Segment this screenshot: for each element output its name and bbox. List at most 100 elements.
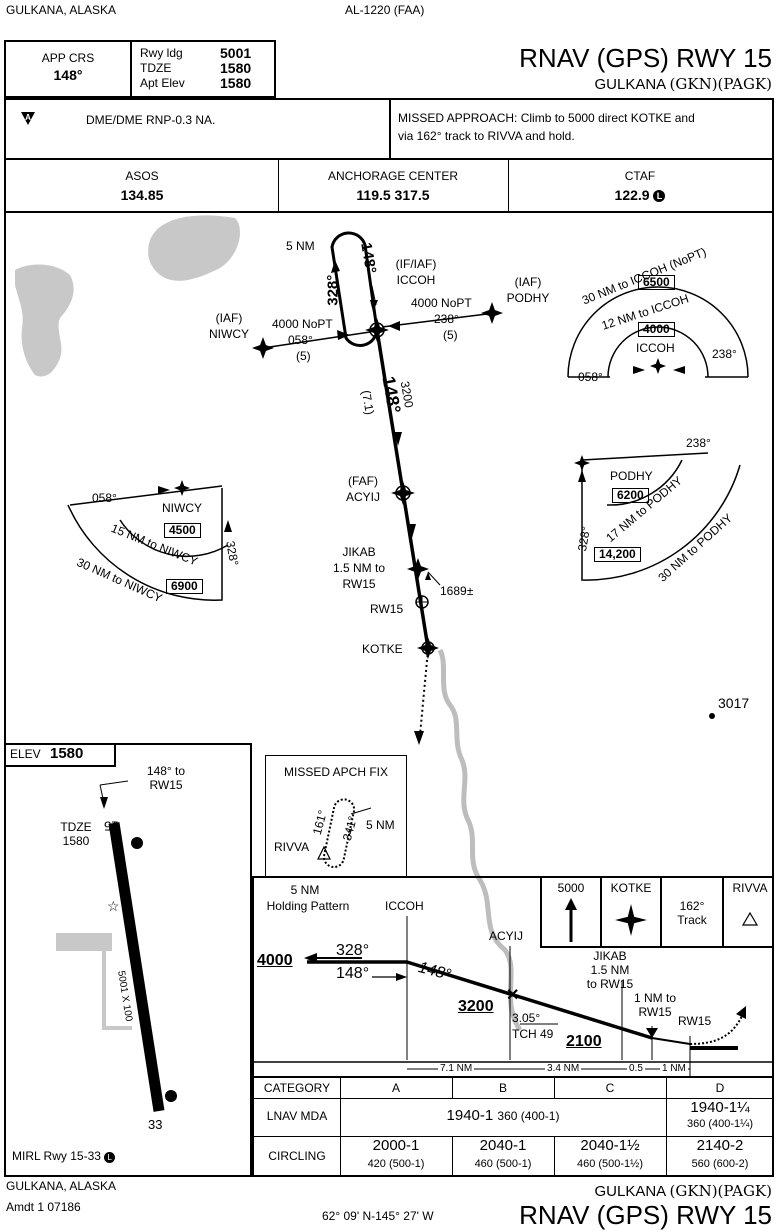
category-d: D <box>715 1081 725 1095</box>
spot-elevation: 3017 <box>718 695 750 711</box>
kotke-fix-symbol <box>417 637 439 659</box>
profile-course-out: 328° <box>336 942 370 959</box>
profile-graphics: ✕ <box>252 916 774 1076</box>
ctaf-freq-line: 122.9 L <box>508 187 772 203</box>
minimums-table: CATEGORY A B C D LNAV MDA 1940-1 360 (40… <box>252 1076 774 1177</box>
iccoh-role: (IF/IAF) <box>395 257 437 271</box>
lighting-line: MIRL Rwy 15-33 L <box>12 1149 116 1163</box>
spot-elevation-dot <box>709 713 715 719</box>
lighting-icon: L <box>104 1152 116 1163</box>
profile-alt-2100: 2100 <box>566 1033 602 1050</box>
restriction-note: DME/DME RNP-0.3 NA. <box>86 113 216 127</box>
rwy-ldg-value: 5001 <box>220 45 252 61</box>
profile-view <box>252 876 774 1076</box>
circling-d-main: 2140-2 <box>696 1137 744 1154</box>
app-crs-value: 148° <box>53 67 83 83</box>
center-freq: 119.5 317.5 <box>356 187 430 203</box>
taa-podhy-outer <box>581 460 741 581</box>
profile-iccoh: ICCOH <box>385 899 424 913</box>
missed-approach-line2: via 162° track to RIVVA and hold. <box>398 129 575 143</box>
niwcy-name: NIWCY <box>209 327 249 341</box>
airport-name-line: GULKANA (GKN)(PAGK) <box>594 76 772 94</box>
river-line <box>437 648 523 1032</box>
jikab-name: JIKAB <box>342 545 376 559</box>
podhy-role: (IAF) <box>514 275 542 289</box>
airport-ids: (GKN)(PAGK) <box>669 75 772 93</box>
taa-podhy-inner <box>606 459 683 506</box>
missed-hold-graphic <box>317 798 372 868</box>
podhy-leg <box>381 312 496 328</box>
climb-arrow-icon <box>565 898 577 942</box>
profile-jikab-1: JIKAB <box>593 949 627 963</box>
procedure-title: RNAV (GPS) RWY 15 <box>519 43 772 73</box>
taa-iccoh-left-bearing: 058° <box>578 370 603 384</box>
apt-elev-label: Apt Elev <box>140 76 185 90</box>
ma-track-1: 162° <box>679 899 705 913</box>
airport-diagram: ELEV 1580 148° to RW15 TDZE 1580 MIRL Rw… <box>4 743 252 1177</box>
circling-label: CIRCLING <box>268 1149 326 1163</box>
footer-airport-ids: (GKN)(PAGK) <box>669 1182 772 1200</box>
airport-name: GULKANA <box>594 76 666 93</box>
profile-seg-2: 3.4 NM <box>545 1063 582 1074</box>
taa-iccoh-fix <box>650 358 666 374</box>
profile-rw15: RW15 <box>678 1014 712 1028</box>
runway-threshold-symbol <box>415 595 429 609</box>
taa-iccoh-fix-name: ICCOH <box>636 341 675 355</box>
runway-end-label-bottom: 33 <box>148 1117 163 1132</box>
acyij-fix-symbol <box>391 481 415 505</box>
acyij-role: (FAF) <box>348 474 378 488</box>
svg-text:A: A <box>25 113 31 122</box>
jikab-distance-1: 1.5 NM to <box>332 561 386 575</box>
hold-outbound-course: 328° <box>324 274 342 306</box>
profile-hold-label-2: Holding Pattern <box>266 899 350 913</box>
podhy-name: PODHY <box>506 291 550 305</box>
footer-coordinates: 62° 09' N-145° 27' W <box>322 1209 434 1223</box>
svg-text:✕: ✕ <box>506 987 519 1004</box>
taa-podhy-fix <box>574 455 590 471</box>
profile-hold-label-1: 5 NM <box>290 883 320 897</box>
taa-niwcy-fix <box>174 480 190 496</box>
runway-threshold-label: RW15 <box>370 602 404 616</box>
circling-c-main: 2040-1½ <box>580 1137 640 1154</box>
niwcy-leg <box>262 331 371 349</box>
lnav-abc-sub: 360 (400-1) <box>497 1109 560 1123</box>
apt-elev-value: 1580 <box>220 75 252 91</box>
circling-c-sub: 460 (500-1½) <box>576 1158 644 1170</box>
diagram-course-label-1: 148° to <box>146 764 186 778</box>
taa-iccoh-right-bearing: 238° <box>712 347 737 361</box>
lnav-d-main: 1940-1¼ <box>690 1099 750 1116</box>
water-body-shape <box>15 264 74 377</box>
lnav-abc-line: 1940-1 360 (400-1) <box>340 1107 666 1125</box>
profile-course-in: 148° <box>336 965 370 982</box>
ma-track-2: Track <box>677 913 707 927</box>
podhy-leg-altitude: 4000 NoPT <box>411 296 472 310</box>
elev-value: 1580 <box>50 745 84 762</box>
acyij-name: ACYIJ <box>345 490 380 504</box>
jikab-distance-2: RW15 <box>342 577 376 591</box>
holding-fix-triangle-icon <box>742 912 758 926</box>
footer-airport-line: GULKANA (GKN)(PAGK) <box>594 1183 772 1201</box>
profile-seg-1: 7.1 NM <box>438 1063 475 1074</box>
circling-d-sub: 560 (600-2) <box>691 1158 749 1170</box>
category-b: B <box>498 1081 507 1095</box>
missed-apch-fix-inset: MISSED APCH FIX 5 NM RIVVA 161° 341° <box>265 755 407 877</box>
rwy-ldg-label: Rwy ldg <box>140 46 183 60</box>
podhy-leg-course: 238° <box>434 312 459 326</box>
taa-iccoh-inner-alt: 4000 <box>638 322 675 338</box>
plan-view-frame <box>4 211 774 1177</box>
profile-alt-3200: 3200 <box>458 998 494 1015</box>
ctaf-freq: 122.9 <box>614 187 650 203</box>
missed-fix-name: RIVVA <box>274 840 310 854</box>
taa-iccoh-outer-alt: 6500 <box>638 275 675 291</box>
holding-pattern <box>330 231 379 347</box>
niwcy-leg-course: 058° <box>288 333 313 347</box>
circling-b-sub: 460 (500-1) <box>474 1158 532 1170</box>
taa-niwcy-inner <box>119 519 229 558</box>
asos-label: ASOS <box>125 169 159 183</box>
taa-podhy-outer-alt: 14,200 <box>594 547 641 563</box>
final-distance: (7.1) <box>358 389 377 416</box>
category-label: CATEGORY <box>263 1081 331 1095</box>
hold-distance: 5 NM <box>286 239 315 253</box>
missed-approach-icons: 5000 KOTKE 162° Track RIVVA <box>540 876 774 948</box>
